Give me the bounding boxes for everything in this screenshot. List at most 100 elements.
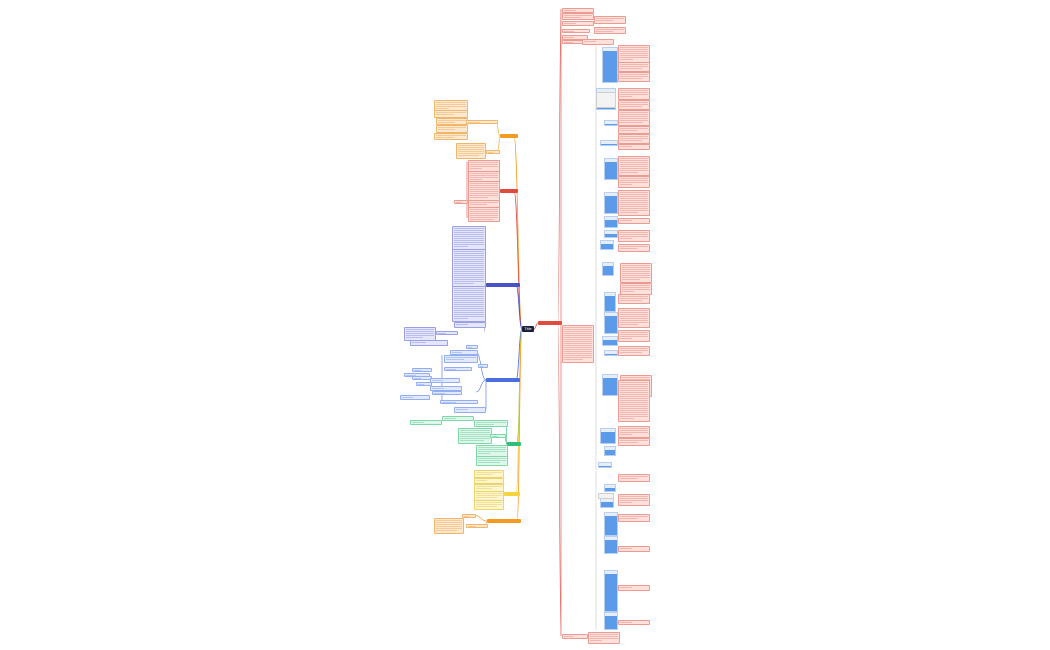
note-card[interactable] <box>404 327 436 341</box>
note-card[interactable] <box>430 386 462 391</box>
note-card[interactable] <box>442 416 474 421</box>
note-card[interactable] <box>618 438 650 446</box>
note-card[interactable] <box>468 181 500 201</box>
note-card[interactable] <box>618 156 650 176</box>
text-line <box>454 302 484 303</box>
note-card[interactable] <box>618 72 650 82</box>
note-card[interactable] <box>452 226 486 250</box>
note-card[interactable] <box>436 331 458 335</box>
note-card[interactable] <box>436 118 468 125</box>
note-card[interactable] <box>618 100 650 110</box>
note-card[interactable] <box>618 244 650 252</box>
note-card[interactable] <box>618 308 650 328</box>
note-card[interactable] <box>434 133 468 140</box>
note-card[interactable] <box>618 294 650 304</box>
note-card[interactable] <box>486 150 500 154</box>
note-card[interactable] <box>458 428 492 444</box>
branch-node-green[interactable] <box>507 442 521 446</box>
note-card[interactable] <box>474 470 504 478</box>
note-card[interactable] <box>452 286 486 322</box>
note-card[interactable] <box>440 400 478 404</box>
note-card[interactable] <box>410 420 442 425</box>
note-card[interactable] <box>562 8 594 13</box>
note-card[interactable] <box>400 395 430 400</box>
note-card[interactable] <box>450 350 478 355</box>
note-card[interactable] <box>468 160 500 172</box>
note-card[interactable] <box>434 518 464 534</box>
note-card[interactable] <box>434 110 468 118</box>
note-card[interactable] <box>618 230 650 242</box>
note-card[interactable] <box>466 345 478 349</box>
note-card[interactable] <box>454 200 468 204</box>
note-card[interactable] <box>618 62 650 72</box>
note-card[interactable] <box>490 434 506 438</box>
note-card[interactable] <box>618 380 650 422</box>
note-card[interactable] <box>444 367 472 371</box>
note-card[interactable] <box>620 263 652 283</box>
note-card[interactable] <box>474 478 504 484</box>
note-card[interactable] <box>430 378 460 383</box>
note-card[interactable] <box>618 474 650 482</box>
branch-node-orange[interactable] <box>500 134 518 138</box>
note-card[interactable] <box>618 176 650 188</box>
note-card[interactable] <box>618 546 650 552</box>
note-card[interactable] <box>444 355 478 363</box>
note-card[interactable] <box>618 620 650 625</box>
note-card[interactable] <box>476 456 508 466</box>
note-card[interactable] <box>618 88 650 100</box>
note-card[interactable] <box>588 632 620 644</box>
note-card[interactable] <box>562 634 588 639</box>
note-card[interactable] <box>618 45 650 63</box>
note-card[interactable] <box>474 500 504 510</box>
branch-node-orange-2[interactable] <box>487 519 521 523</box>
branch-node-blue[interactable] <box>486 378 520 382</box>
note-card[interactable] <box>416 382 432 386</box>
note-card[interactable] <box>466 120 498 124</box>
note-card[interactable] <box>410 340 448 346</box>
note-card[interactable] <box>466 524 488 528</box>
note-card[interactable] <box>412 376 432 380</box>
note-card[interactable] <box>618 494 650 506</box>
note-card[interactable] <box>468 207 500 222</box>
note-card[interactable] <box>456 143 486 159</box>
note-card[interactable] <box>562 35 588 40</box>
branch-node-yellow[interactable] <box>504 492 520 496</box>
branch-node-indigo[interactable] <box>486 283 520 287</box>
note-card[interactable] <box>594 27 626 34</box>
note-card[interactable] <box>582 39 614 45</box>
note-card[interactable] <box>452 249 486 287</box>
note-card[interactable] <box>562 21 594 26</box>
note-card[interactable] <box>618 144 650 150</box>
note-card[interactable] <box>618 426 650 438</box>
note-card[interactable] <box>432 391 462 395</box>
note-card[interactable] <box>618 190 650 216</box>
note-card[interactable] <box>618 514 650 522</box>
text-line <box>620 390 648 391</box>
text-line <box>436 102 466 103</box>
note-card[interactable] <box>412 368 432 372</box>
note-card[interactable] <box>454 322 486 328</box>
note-card[interactable] <box>618 218 650 224</box>
branch-node-red-main[interactable] <box>538 321 562 325</box>
note-card[interactable] <box>562 13 594 20</box>
note-card[interactable] <box>618 330 650 342</box>
text-line <box>622 275 650 276</box>
note-card[interactable] <box>436 125 468 133</box>
note-card[interactable] <box>618 134 650 144</box>
text-line <box>454 304 484 305</box>
note-card[interactable] <box>594 16 626 24</box>
note-card[interactable] <box>618 110 650 126</box>
note-card[interactable] <box>618 346 650 356</box>
note-card[interactable] <box>562 325 594 363</box>
note-card[interactable] <box>478 364 488 368</box>
image-header <box>605 231 617 234</box>
note-card[interactable] <box>462 514 476 518</box>
note-card[interactable] <box>474 420 508 427</box>
note-card[interactable] <box>454 407 486 413</box>
note-card[interactable] <box>618 126 650 134</box>
note-card[interactable] <box>618 585 650 591</box>
note-card[interactable] <box>562 29 590 33</box>
branch-node-red[interactable] <box>500 189 518 193</box>
text-line <box>454 279 484 280</box>
root-node[interactable]: Title <box>522 326 534 332</box>
